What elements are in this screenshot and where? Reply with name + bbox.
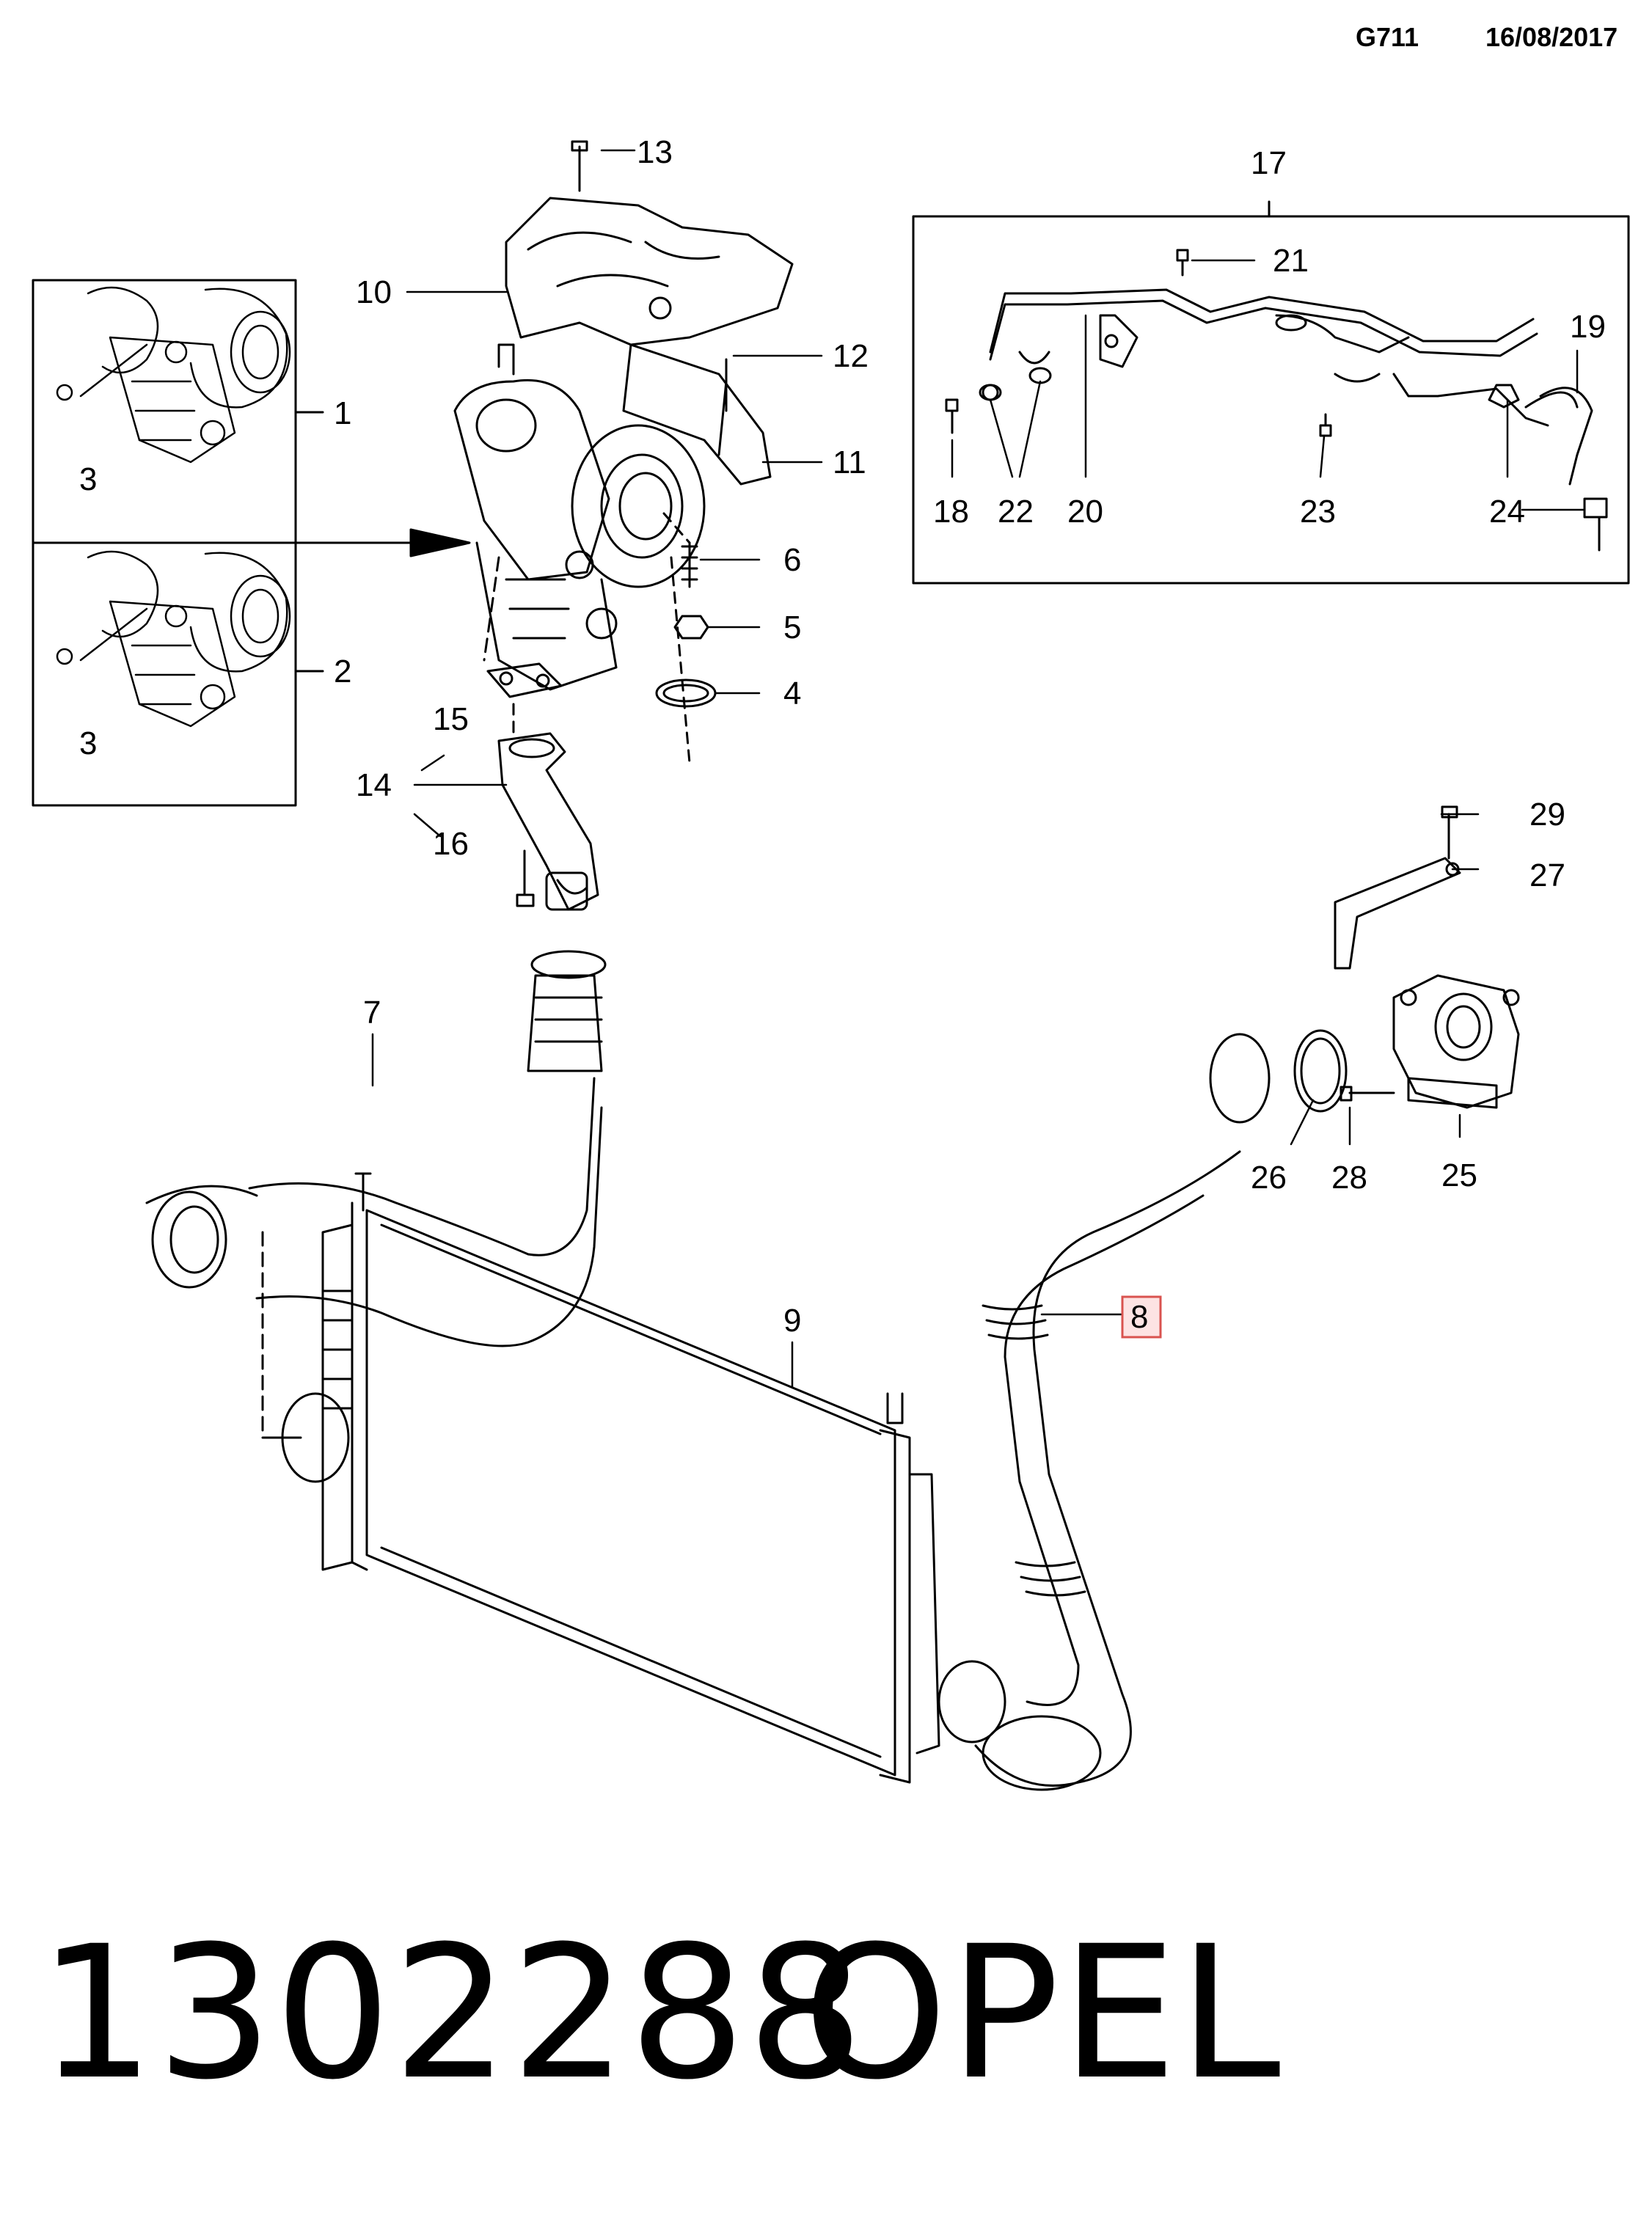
throttle-body-drawing — [1394, 976, 1518, 1108]
diagram-date: 16/08/2017 — [1485, 22, 1618, 52]
turbocharger-drawing — [455, 345, 704, 689]
flange-gasket-drawing — [488, 664, 561, 697]
throttle-bolt-drawing — [1341, 1087, 1394, 1100]
oil-pipe-group-box — [913, 216, 1629, 583]
callout-15: 15 — [433, 701, 469, 737]
callout-7: 7 — [363, 995, 381, 1031]
throttle-bracket-drawing — [1335, 858, 1460, 968]
callout-18: 18 — [933, 494, 969, 530]
callout-24: 24 — [1489, 494, 1525, 530]
upper-charge-air-hose-drawing — [147, 951, 605, 1438]
intercooler-drawing — [282, 1174, 1005, 1782]
banjo-bolt-drawing — [946, 400, 957, 433]
pipe-clip-drawing — [1489, 385, 1607, 550]
callout-26: 26 — [1251, 1160, 1287, 1196]
highlight-box-8 — [1122, 1297, 1161, 1337]
callout-8: 8 — [1130, 1299, 1148, 1335]
callout-2: 2 — [334, 654, 351, 689]
callout-21: 21 — [1273, 243, 1309, 279]
turbo-bracket-drawing — [624, 345, 770, 484]
nut-drawing — [675, 616, 708, 638]
throttle-seal-drawing — [1295, 1031, 1346, 1111]
callout-3-lower: 3 — [79, 725, 97, 761]
callout-22: 22 — [998, 494, 1034, 530]
inset-turbo-drawing-2 — [57, 552, 290, 726]
callout-13: 13 — [637, 134, 673, 170]
pipe-clip-bolt-drawing — [1320, 414, 1331, 436]
callout-1: 1 — [334, 395, 351, 431]
callout-17: 17 — [1251, 145, 1287, 181]
callout-14: 14 — [356, 767, 392, 803]
callout-20: 20 — [1067, 494, 1103, 530]
callout-leaders — [373, 150, 1585, 1386]
pipe-bolt-drawing — [1177, 250, 1188, 275]
callout-27-lower-28: 28 — [1331, 1160, 1367, 1196]
callout-5: 5 — [783, 610, 801, 645]
arrow-head — [411, 530, 469, 556]
lower-charge-air-hose-drawing — [976, 1034, 1269, 1790]
gasket-drawing — [657, 557, 715, 763]
callout-9: 9 — [783, 1303, 801, 1339]
callout-23: 23 — [1300, 494, 1336, 530]
part-number: 1302288 — [38, 1906, 866, 2120]
diagram-code: G711 — [1356, 22, 1419, 52]
callout-19: 19 — [1570, 309, 1606, 345]
oil-return-elbow-drawing — [1526, 388, 1592, 484]
callout-27: 27 — [1529, 857, 1565, 893]
callout-29: 29 — [1529, 797, 1565, 833]
callout-11: 11 — [833, 444, 866, 480]
callout-4: 4 — [783, 676, 801, 711]
brand-name: OPEL — [803, 1906, 1282, 2120]
stud-drawing — [664, 513, 697, 587]
callout-10: 10 — [356, 274, 392, 310]
callout-25: 25 — [1441, 1157, 1477, 1193]
callout-16: 16 — [433, 826, 469, 862]
callout-3-upper: 3 — [79, 461, 97, 497]
inset-turbo-drawing-1 — [57, 288, 290, 462]
heat-shield-drawing — [506, 142, 792, 345]
oil-feed-pipe-drawing — [983, 290, 1548, 425]
outlet-pipe-drawing — [499, 704, 598, 910]
bolt-drawing — [517, 851, 533, 906]
callout-6: 6 — [783, 542, 801, 578]
callout-12: 12 — [833, 338, 869, 374]
